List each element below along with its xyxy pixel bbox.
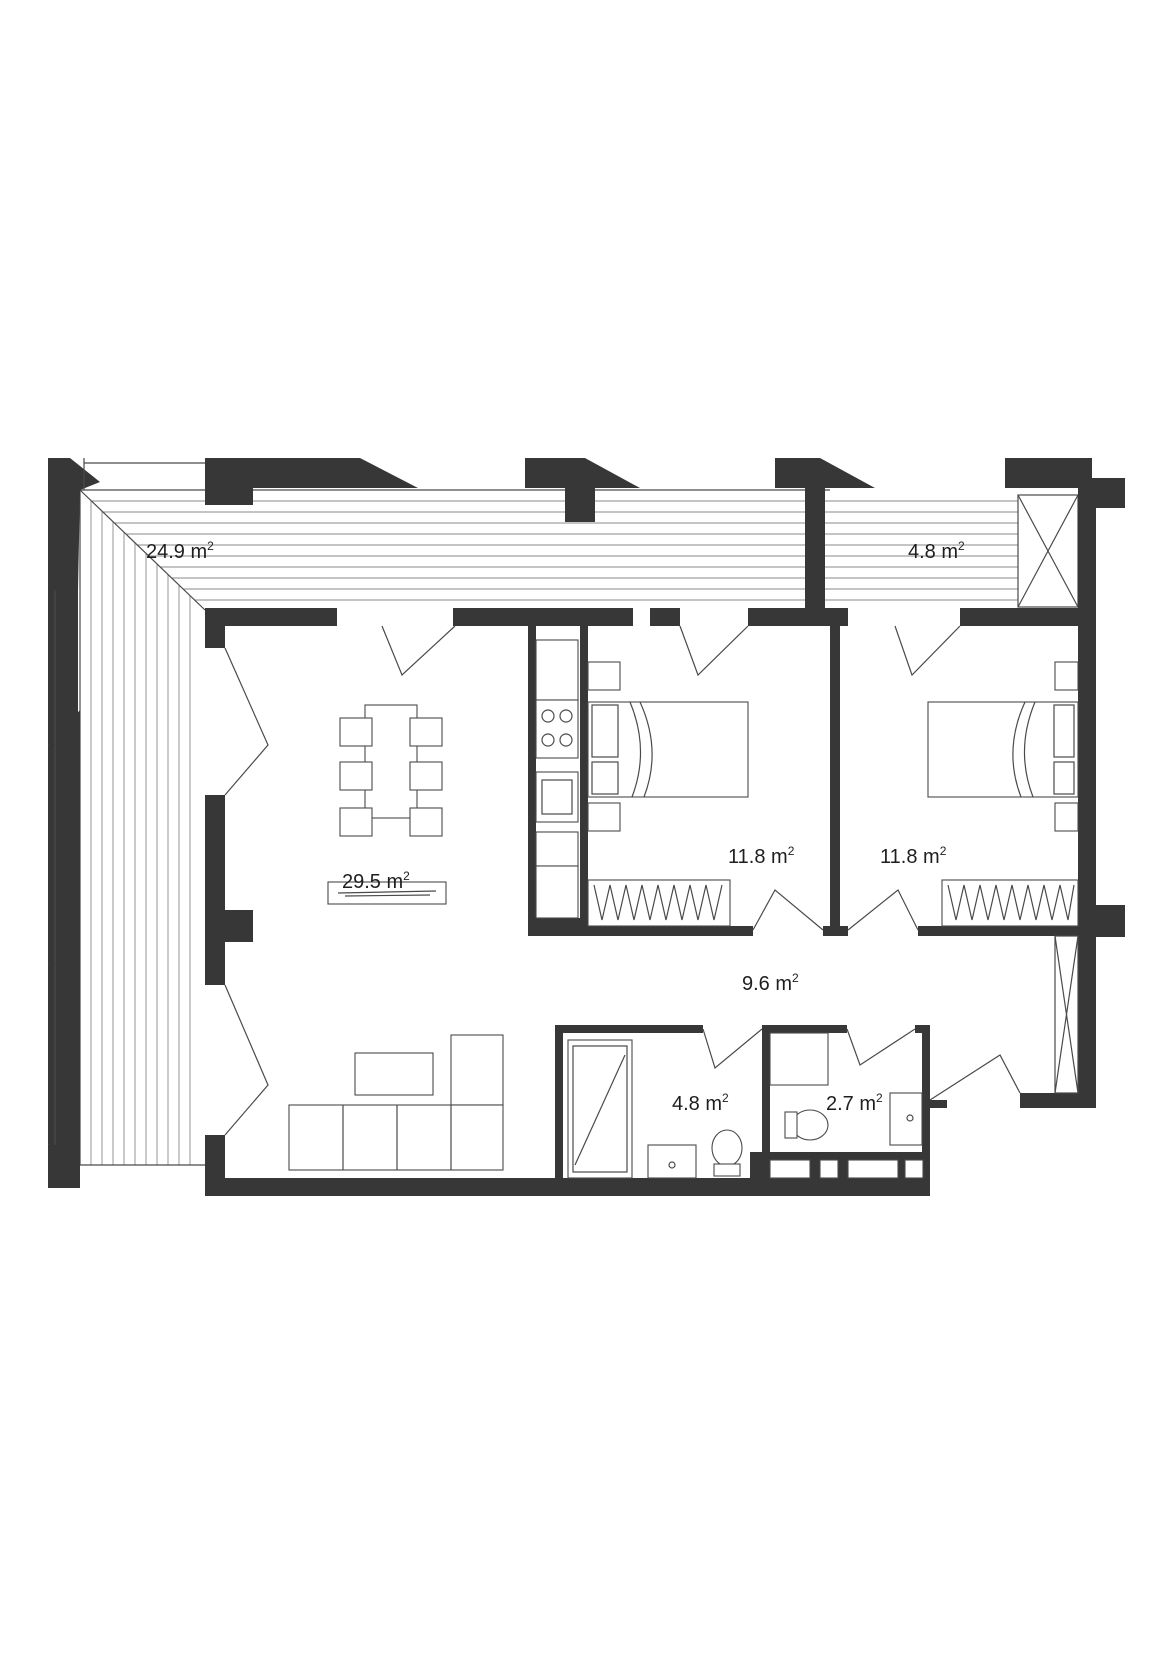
area-labels: 24.9 m2 4.8 m2 29.5 m2 11.8 m2 11.8 m2 9… <box>146 539 965 1115</box>
balcony-area-label: 4.8 m2 <box>908 539 965 563</box>
exterior-walls <box>48 458 1125 1188</box>
terrace-area-label: 24.9 m2 <box>146 539 214 563</box>
wc-area-label: 2.7 m2 <box>826 1091 883 1115</box>
bathroom-area-label: 4.8 m2 <box>672 1091 729 1115</box>
bedroom1-area-label: 11.8 m2 <box>728 844 795 868</box>
hallway-area-label: 9.6 m2 <box>742 971 799 995</box>
bathroom-fixtures <box>567 1039 743 1179</box>
interior-walls <box>205 608 1096 1196</box>
kitchen-units <box>535 639 579 919</box>
bedroom2-area-label: 11.8 m2 <box>880 844 947 868</box>
living-room-area-label: 29.5 m2 <box>342 869 410 893</box>
wc-fixtures <box>769 1032 923 1146</box>
bedroom2-furniture <box>927 661 1079 927</box>
dining-set <box>339 704 443 837</box>
tv-unit <box>327 881 447 905</box>
bedroom1-furniture <box>587 661 749 927</box>
sofa <box>288 1034 504 1171</box>
balcony-decking <box>825 494 1079 608</box>
doors <box>224 625 1079 1136</box>
